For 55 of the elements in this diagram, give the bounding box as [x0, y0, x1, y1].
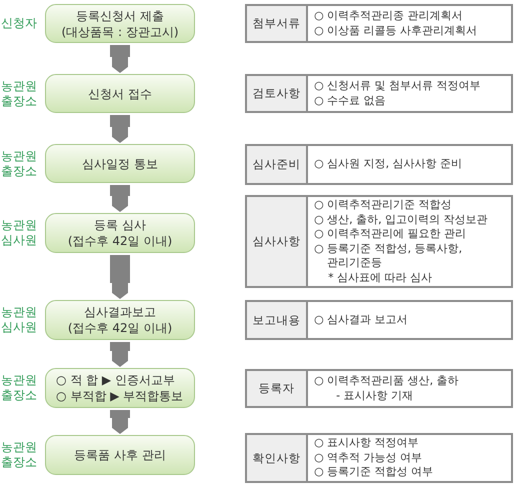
bullet-item: ○ 등록기준 적합성 여부 [314, 465, 434, 480]
role-label: 농관원 출장소 [1, 78, 38, 108]
info-table [245, 4, 513, 43]
category-label: 심사사항 [247, 197, 308, 286]
process-box [45, 144, 195, 183]
category-label: 검토사항 [247, 76, 308, 111]
bullet-item: ○ 이력추적관리기준 적합성 [314, 198, 453, 212]
category-label: 보고내용 [247, 302, 308, 338]
step-title: 등록신청서 제출 [76, 8, 164, 24]
role-label: 농관원 출장소 [1, 148, 38, 178]
category-label: 확인사항 [247, 435, 308, 481]
process-box [45, 74, 195, 113]
note-text: * 심사표에 따라 심사 [327, 270, 434, 285]
info-table [245, 195, 513, 288]
step-title: 등록 심사 [94, 217, 146, 233]
process-box [45, 213, 195, 253]
role-label: 농관원 출장소 [1, 440, 38, 470]
bullet-item: ○ 역추적 가능성 여부 [314, 450, 424, 466]
step-detail: ○ 부적합 ▶ 부적합통보 [56, 388, 184, 404]
bullet-item: ○ 표시사항 적정여부 [314, 436, 420, 451]
category-label: 심사준비 [247, 146, 308, 183]
sub-item: - 표시사항 기재 [335, 388, 414, 403]
step-detail: (접수후 42일 이내) [68, 233, 172, 249]
step-title: 등록품 사후 관리 [74, 447, 166, 463]
bullet-item: ○ 이상품 리콜등 사후관리계획서 [314, 24, 478, 38]
info-table [245, 74, 513, 113]
role-label: 농관원 심사원 [1, 218, 38, 248]
step-title: ○ 적 합 ▶ 인증서교부 [56, 372, 175, 388]
category-label: 첨부서류 [247, 6, 308, 41]
bullet-item: ○ 이력추적관리종 관리계획서 [314, 9, 464, 24]
role-label: 신청자 [1, 16, 38, 30]
role-label: 농관원 심사원 [1, 305, 38, 335]
step-title: 심사결과보고 [84, 304, 156, 320]
bullet-item: ○ 신청서류 및 첨부서류 적정여부 [314, 79, 482, 94]
category-label: 등록자 [247, 371, 308, 406]
bullet-item: ○ 등록기준 적합성, 등록사항, 관리기준등 [314, 242, 464, 270]
bullet-item: ○ 수수료 없음 [314, 94, 387, 108]
info-table [245, 433, 513, 483]
process-box [45, 435, 195, 475]
bullet-item: ○ 심사결과 보고서 [314, 312, 409, 328]
role-label: 농관원 출장소 [1, 373, 38, 403]
step-title: 심사일정 통보 [82, 156, 158, 172]
bullet-item: ○ 이력추적관리품 생산, 출하 [314, 374, 460, 388]
process-box [45, 4, 195, 43]
bullet-item: ○ 이력추적관리에 필요한 관리 [314, 227, 468, 242]
step-detail: (접수후 42일 이내) [68, 320, 172, 336]
bullet-item: ○ 심사원 지정, 심사사항 준비 [314, 157, 464, 172]
bullet-item: ○ 생산, 출하, 입고이력의 작성보관 [314, 212, 489, 227]
step-title: 신청서 접수 [88, 86, 152, 102]
info-table [245, 369, 513, 408]
process-box [45, 300, 195, 340]
step-detail: (대상품목 : 장관고시) [61, 24, 179, 40]
process-box [45, 368, 195, 408]
info-table [245, 144, 513, 185]
info-table [245, 300, 513, 340]
